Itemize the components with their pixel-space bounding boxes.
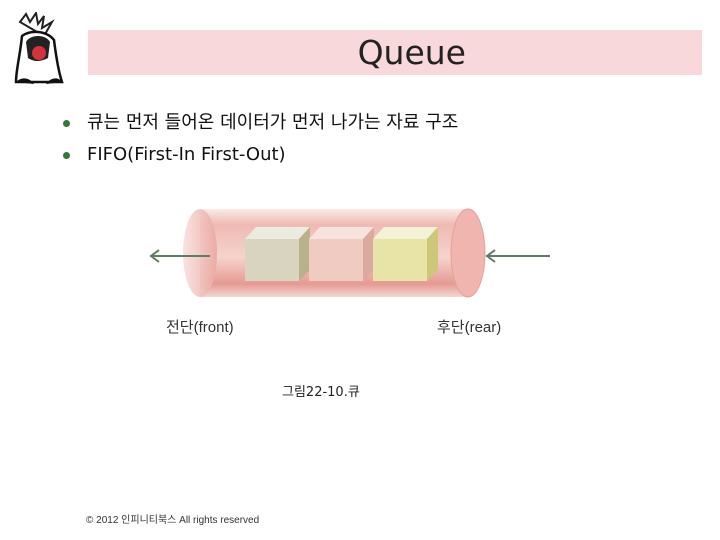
enqueue-arrow-icon <box>487 250 550 262</box>
tube-front-cap <box>183 209 217 297</box>
copyright-footer: © 2012 인피니티북스 All rights reserved <box>86 511 259 526</box>
duke-mascot-icon <box>12 12 68 88</box>
bullet-dot-icon <box>63 152 70 159</box>
bullet-text: FIFO(First-In First-Out) <box>87 144 286 165</box>
front-label: 전단(front) <box>166 316 234 337</box>
queue-element-3 <box>373 227 438 281</box>
slide-title: Queue <box>358 30 466 75</box>
queue-element-2 <box>309 227 374 281</box>
bullet-list: 큐는 먼저 들어온 데이터가 먼저 나가는 자료 구조 FIFO(First-I… <box>60 108 458 172</box>
bullet-item: 큐는 먼저 들어온 데이터가 먼저 나가는 자료 구조 <box>60 108 458 140</box>
bullet-dot-icon <box>63 120 70 127</box>
bullet-item: FIFO(First-In First-Out) <box>60 140 458 172</box>
queue-element-1 <box>245 227 310 281</box>
figure-caption: 그림22-10.큐 <box>282 381 360 400</box>
bullet-text: 큐는 먼저 들어온 데이터가 먼저 나가는 자료 구조 <box>87 112 458 133</box>
rear-label: 후단(rear) <box>437 316 501 337</box>
